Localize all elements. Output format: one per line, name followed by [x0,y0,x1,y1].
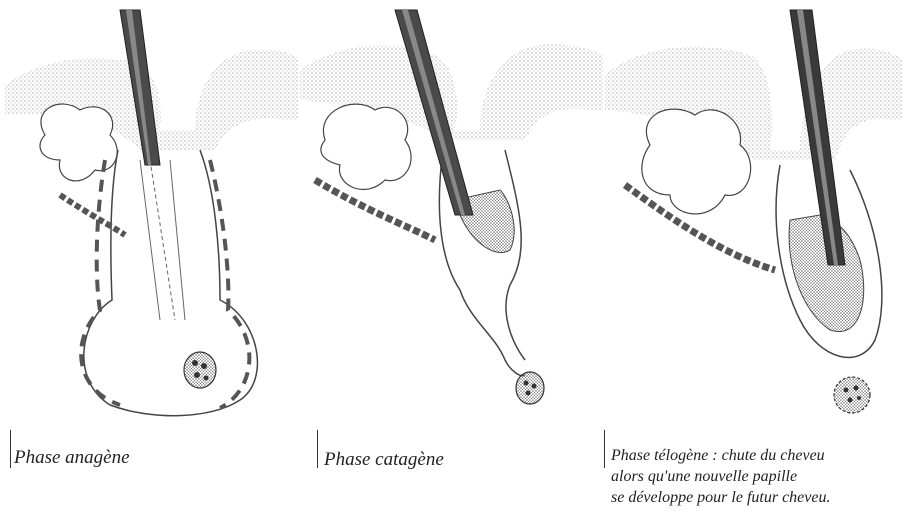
new-papilla [834,377,870,413]
caption-telogen-line-2: alors qu'une nouvelle papille [611,466,830,487]
caption-telogen-line-3: se développe pour le futur cheveu. [611,487,830,508]
caption-divider [317,430,318,468]
sebaceous-gland [321,104,411,189]
catagen-follicle-illustration [295,0,605,430]
caption-catagen: Phase catagène [324,449,444,471]
caption-telogen: Phase télogène : chute du cheveu alors q… [611,445,830,508]
sebaceous-gland [642,109,751,214]
caption-anagen: Phase anagène [14,447,130,469]
dermal-papilla [184,352,216,388]
anagen-follicle-illustration [0,0,300,430]
caption-telogen-line-1: Phase télogène : chute du cheveu [611,445,830,466]
telogen-follicle-illustration [600,0,904,430]
sebaceous-gland [40,104,117,181]
follicle-outline [84,150,258,416]
dermal-papilla [516,372,544,404]
caption-divider [604,430,605,468]
caption-divider [10,430,11,468]
